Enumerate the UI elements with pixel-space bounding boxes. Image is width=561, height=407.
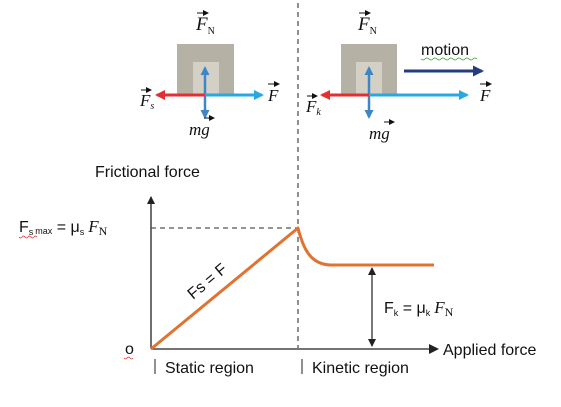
right-friction-label: Fk xyxy=(305,97,321,118)
motion-label: motion xyxy=(421,42,469,59)
left-friction-label: Fs xyxy=(139,91,154,112)
left-weight-label: mg xyxy=(189,120,210,139)
right-block-group: motion FN Fk F mg xyxy=(305,10,492,143)
y-axis-label: Frictional force xyxy=(95,164,200,181)
left-block-group: FN Fs F mg xyxy=(139,10,280,139)
kinetic-region-label: Kinetic region xyxy=(312,360,409,377)
friction-curve xyxy=(150,226,434,351)
slope-label: Fs = F xyxy=(185,260,231,303)
left-normal-label: FN xyxy=(195,14,215,37)
x-axis-label: Applied force xyxy=(443,342,536,359)
static-region-label: Static region xyxy=(165,360,254,377)
left-applied-label: F xyxy=(267,86,279,105)
right-weight-label: mg xyxy=(369,124,390,143)
origin-label: o xyxy=(125,341,134,358)
origin-label-underline xyxy=(123,356,134,360)
motion-label-underline xyxy=(420,57,478,61)
static-max-label-underline xyxy=(18,235,38,239)
right-normal-label: FN xyxy=(357,14,377,37)
right-applied-label: F xyxy=(479,86,491,105)
